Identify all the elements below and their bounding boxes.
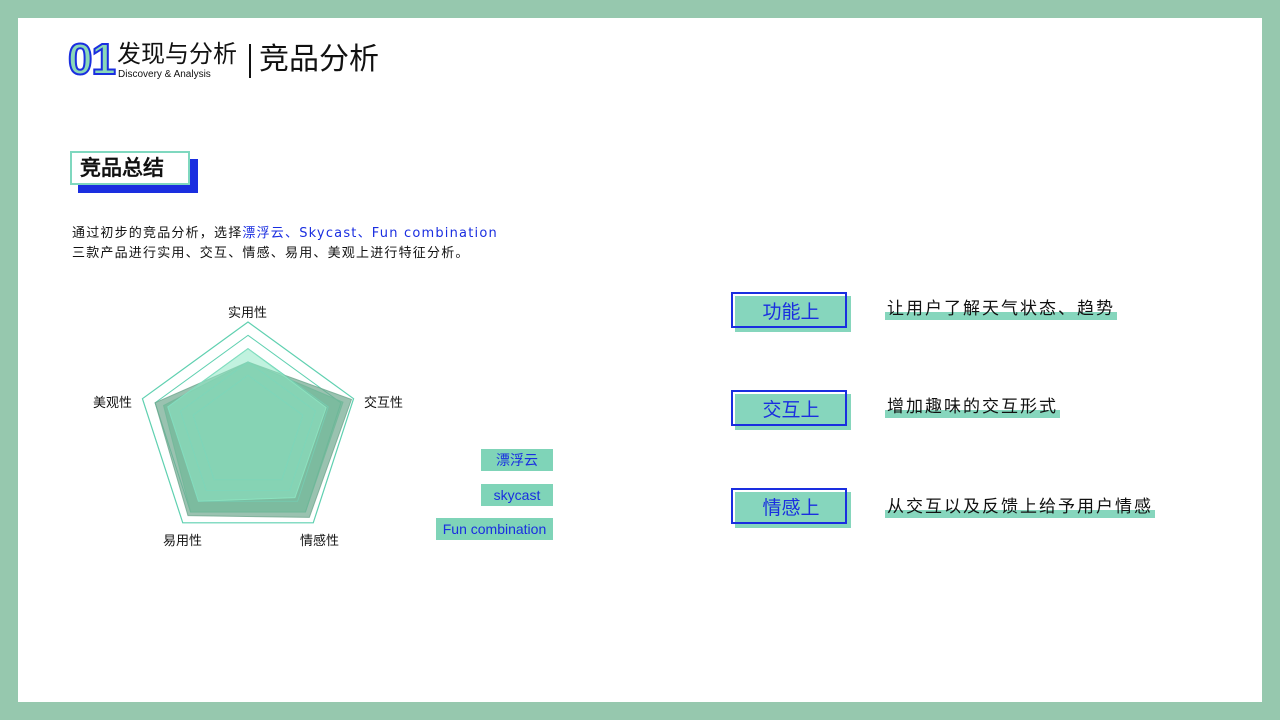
legend-item-piaofuyun: 漂浮云	[481, 449, 553, 471]
feature-desc-text: 从交互以及反馈上给予用户情感	[887, 497, 1153, 517]
feature-tag-label: 情感上	[762, 497, 820, 519]
summary-tag-box	[70, 151, 190, 185]
radar-grid-ring-overlay	[179, 361, 317, 491]
underline-highlight	[885, 312, 1117, 320]
page-title: 竞品分析	[259, 42, 379, 77]
feature-tag-function: 功能上	[731, 292, 851, 332]
legend-item-skycast: skycast	[481, 484, 553, 506]
radar-grid-ring-overlay	[192, 374, 304, 481]
intro-products-highlight: 漂浮云、Skycast、Fun combination	[242, 226, 498, 241]
intro-line-1: 通过初步的竞品分析，选择漂浮云、Skycast、Fun combination	[72, 224, 498, 244]
feature-desc-function: 让用户了解天气状态、趋势	[885, 298, 1117, 320]
section-title-en: Discovery & Analysis	[118, 69, 211, 80]
intro-line-1-prefix: 通过初步的竞品分析，选择	[72, 226, 243, 241]
feature-desc-emotion: 从交互以及反馈上给予用户情感	[885, 496, 1155, 518]
feature-tag-frame	[731, 488, 847, 524]
legend-item-fun-combination: Fun combination	[436, 518, 553, 540]
radar-grid-ring-overlay	[167, 348, 329, 502]
axis-label-practicality: 实用性	[228, 306, 268, 321]
axis-label-emotion: 情感性	[300, 534, 340, 549]
intro-paragraph: 通过初步的竞品分析，选择漂浮云、Skycast、Fun combination …	[72, 224, 498, 264]
feature-desc-text: 增加趣味的交互形式	[887, 397, 1058, 417]
feature-tag-label: 交互上	[762, 399, 820, 421]
radar-grid-ring	[141, 321, 355, 524]
section-title-cn: 发现与分析	[117, 40, 237, 68]
underline-highlight	[885, 510, 1155, 518]
feature-tag-frame	[731, 390, 847, 426]
feature-tag-emotion: 情感上	[731, 488, 851, 528]
intro-line-2: 三款产品进行实用、交互、情感、易用、美观上进行特征分析。	[72, 246, 470, 261]
feature-tag-label: 功能上	[762, 301, 820, 323]
feature-desc-interaction: 增加趣味的交互形式	[885, 396, 1060, 418]
axis-label-usability: 易用性	[163, 534, 203, 549]
header-divider	[249, 44, 251, 78]
summary-tag-label: 竞品总结	[80, 156, 164, 180]
slide-canvas	[18, 18, 1262, 702]
summary-tag: 竞品总结	[70, 151, 198, 193]
feature-tag-frame	[731, 292, 847, 328]
section-number: 01	[67, 35, 117, 84]
underline-highlight	[885, 410, 1060, 418]
axis-label-interaction: 交互性	[364, 396, 404, 411]
feature-tag-interaction: 交互上	[731, 390, 851, 430]
feature-desc-text: 让用户了解天气状态、趋势	[887, 299, 1115, 319]
axis-label-aesthetics: 美观性	[93, 396, 133, 411]
